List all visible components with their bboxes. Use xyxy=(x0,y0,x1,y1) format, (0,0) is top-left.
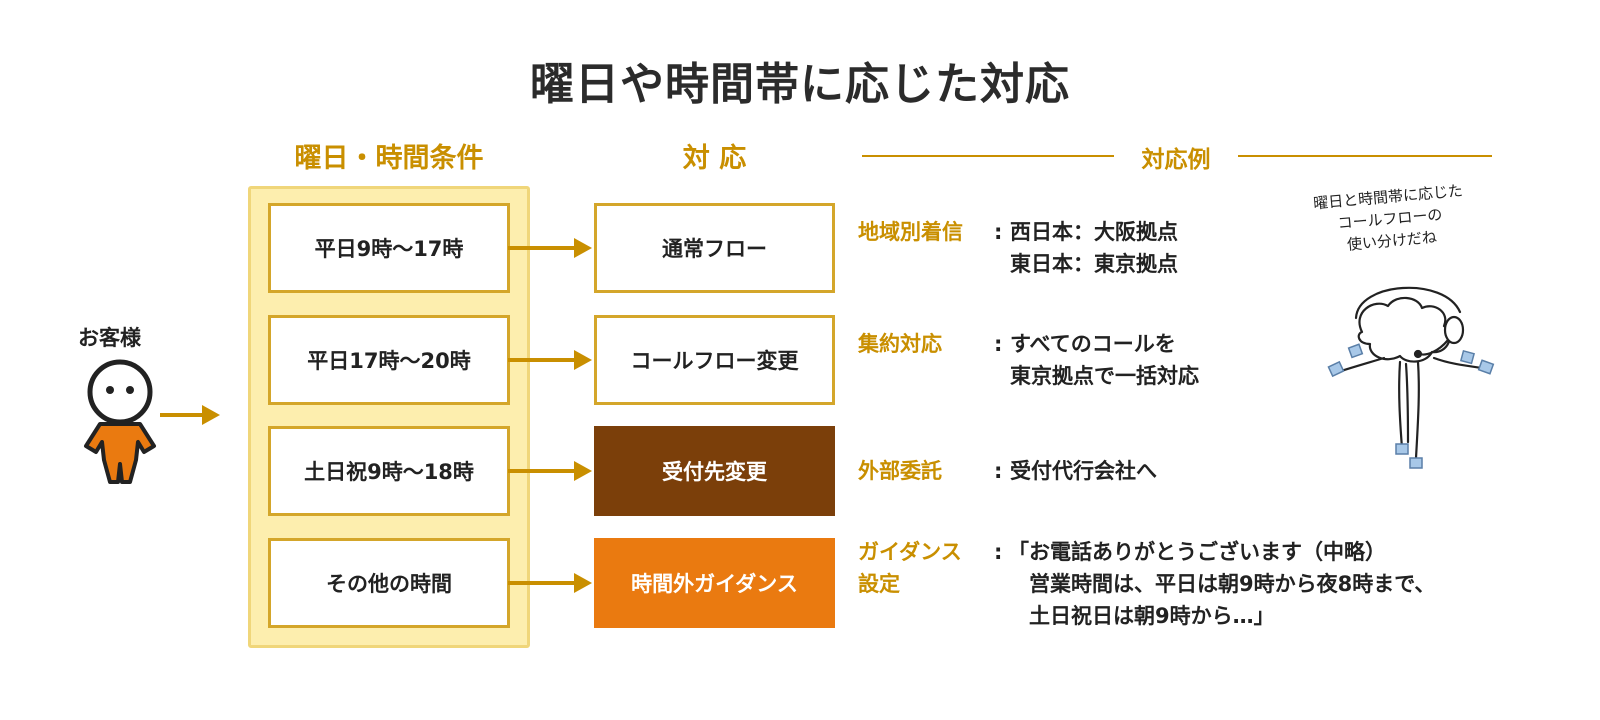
example-colon: : xyxy=(994,540,1003,564)
customer-shirt xyxy=(84,422,156,484)
example-label-regional: 地域別着信 xyxy=(858,220,963,244)
example-text-regional: 西日本：大阪拠点 東日本：東京拠点 xyxy=(1010,220,1178,276)
header-rule-left xyxy=(862,155,1114,157)
example-colon: : xyxy=(994,332,1003,356)
operator-hand-right-2 xyxy=(1459,349,1476,365)
example-colon: : xyxy=(994,459,1003,483)
example-text-outsourcing: 受付代行会社へ xyxy=(1010,459,1157,483)
condition-weekend-holiday: 土日祝9時～18時 xyxy=(268,426,510,516)
condition-other-hours: その他の時間 xyxy=(268,538,510,628)
operator-illustration-icon xyxy=(1327,286,1495,469)
operator-hand-left xyxy=(1327,360,1345,378)
operator-hand-left-2 xyxy=(1347,343,1364,359)
response-after-hours-guidance: 時間外ガイダンス xyxy=(594,538,835,628)
example-colon: : xyxy=(994,220,1003,244)
header-conditions: 曜日・時間条件 xyxy=(294,143,484,174)
operator-head xyxy=(1357,296,1451,363)
example-text-consolidated: すべてのコールを 東京拠点で一括対応 xyxy=(1010,332,1199,388)
operator-foot-right xyxy=(1409,457,1423,469)
headset-band xyxy=(1354,286,1462,320)
example-text-guidance: 「お電話ありがとうございます（中略） 営業時間は、平日は朝9時から夜8時まで、 … xyxy=(1008,540,1436,628)
operator-speech-note: 曜日と時間帯に応じた コールフローの 使い分けだね xyxy=(1312,181,1464,254)
condition-weekday-evening: 平日17時～20時 xyxy=(268,315,510,405)
response-reception-change: 受付先変更 xyxy=(594,426,835,516)
page-title: 曜日や時間帯に応じた対応 xyxy=(530,59,1070,110)
operator-foot-left xyxy=(1395,443,1409,455)
arrow-row-2 xyxy=(508,350,594,370)
operator-arm-left xyxy=(1336,356,1386,374)
customer-arrow xyxy=(160,405,220,425)
header-rule-right xyxy=(1238,155,1492,157)
arrow-row-4 xyxy=(508,573,594,593)
header-examples: 対応例 xyxy=(1141,147,1211,173)
arrow-row-1 xyxy=(508,238,594,258)
headset-mic xyxy=(1413,349,1423,359)
operator-body-line xyxy=(1404,362,1410,444)
header-response: 対 応 xyxy=(682,143,747,174)
response-normal-flow: 通常フロー xyxy=(594,203,835,293)
headset-earcup xyxy=(1443,315,1465,345)
operator-arm-right xyxy=(1432,356,1484,370)
customer-figure-icon xyxy=(84,359,156,484)
example-label-consolidated: 集約対応 xyxy=(858,332,942,356)
customer-eye-left xyxy=(106,386,114,394)
response-call-flow-change: コールフロー変更 xyxy=(594,315,835,405)
customer-eye-right xyxy=(126,386,134,394)
customer-label: お客様 xyxy=(78,326,141,350)
operator-leg-right xyxy=(1414,360,1420,460)
condition-weekday-daytime: 平日9時～17時 xyxy=(268,203,510,293)
operator-hand-right xyxy=(1477,359,1495,375)
arrow-row-3 xyxy=(508,461,594,481)
customer-head xyxy=(87,359,153,425)
operator-leg-left xyxy=(1398,360,1404,450)
example-label-outsourcing: 外部委託 xyxy=(858,459,942,483)
example-label-guidance: ガイダンス 設定 xyxy=(858,540,962,596)
